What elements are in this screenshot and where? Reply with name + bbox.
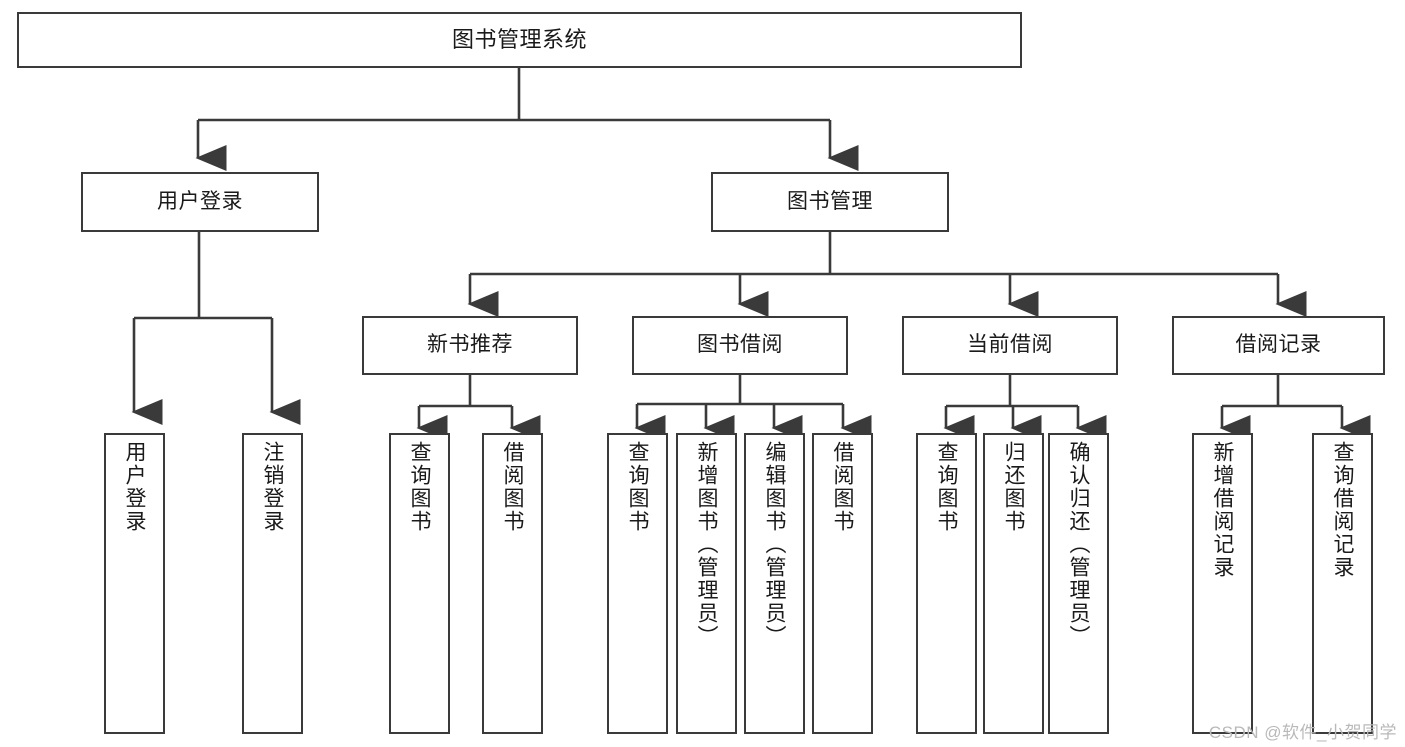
node-book-borrow-label: 图书借阅 bbox=[697, 333, 783, 357]
node-leaf-borrow-book-1[interactable]: 借阅图书 bbox=[482, 433, 543, 734]
node-leaf-add-book-label: 新增图书（管理员） bbox=[695, 441, 718, 648]
node-leaf-add-record[interactable]: 新增借阅记录 bbox=[1192, 433, 1253, 734]
node-root-label: 图书管理系统 bbox=[451, 27, 587, 53]
node-book-management[interactable]: 图书管理 bbox=[711, 172, 949, 232]
node-leaf-user-login-label: 用户登录 bbox=[123, 441, 146, 533]
node-book-borrow[interactable]: 图书借阅 bbox=[632, 316, 848, 375]
node-leaf-query-record[interactable]: 查询借阅记录 bbox=[1312, 433, 1373, 734]
node-leaf-logout-label: 注销登录 bbox=[261, 441, 284, 533]
node-book-management-label: 图书管理 bbox=[787, 189, 873, 213]
node-leaf-query-book-1[interactable]: 查询图书 bbox=[389, 433, 450, 734]
node-borrow-record[interactable]: 借阅记录 bbox=[1172, 316, 1385, 375]
node-borrow-record-label: 借阅记录 bbox=[1235, 333, 1322, 357]
node-leaf-edit-book[interactable]: 编辑图书（管理员） bbox=[744, 433, 805, 734]
node-leaf-confirm-return-label: 确认归还（管理员） bbox=[1067, 441, 1090, 648]
node-current-borrow-label: 当前借阅 bbox=[967, 333, 1053, 357]
node-leaf-confirm-return[interactable]: 确认归还（管理员） bbox=[1048, 433, 1109, 734]
node-leaf-borrow-book-1-label: 借阅图书 bbox=[501, 441, 524, 533]
node-user-login[interactable]: 用户登录 bbox=[81, 172, 319, 232]
node-leaf-query-book-2[interactable]: 查询图书 bbox=[607, 433, 668, 734]
node-root[interactable]: 图书管理系统 bbox=[17, 12, 1022, 68]
node-new-book-recommend[interactable]: 新书推荐 bbox=[362, 316, 578, 375]
node-leaf-query-record-label: 查询借阅记录 bbox=[1331, 441, 1354, 579]
watermark: CSDN @软件_小贺同学 bbox=[1208, 723, 1397, 742]
node-leaf-edit-book-label: 编辑图书（管理员） bbox=[763, 441, 786, 648]
node-leaf-query-book-3[interactable]: 查询图书 bbox=[916, 433, 977, 734]
node-leaf-query-book-1-label: 查询图书 bbox=[408, 441, 431, 533]
node-leaf-borrow-book-2[interactable]: 借阅图书 bbox=[812, 433, 873, 734]
node-leaf-user-login[interactable]: 用户登录 bbox=[104, 433, 165, 734]
node-new-book-recommend-label: 新书推荐 bbox=[427, 333, 513, 357]
node-leaf-return-book[interactable]: 归还图书 bbox=[983, 433, 1044, 734]
node-leaf-query-book-3-label: 查询图书 bbox=[935, 441, 958, 533]
node-user-login-label: 用户登录 bbox=[157, 189, 243, 213]
node-leaf-return-book-label: 归还图书 bbox=[1002, 441, 1025, 533]
node-leaf-logout[interactable]: 注销登录 bbox=[242, 433, 303, 734]
node-leaf-borrow-book-2-label: 借阅图书 bbox=[831, 441, 854, 533]
node-leaf-query-book-2-label: 查询图书 bbox=[626, 441, 649, 533]
node-leaf-add-record-label: 新增借阅记录 bbox=[1211, 441, 1234, 579]
node-current-borrow[interactable]: 当前借阅 bbox=[902, 316, 1118, 375]
node-leaf-add-book[interactable]: 新增图书（管理员） bbox=[676, 433, 737, 734]
